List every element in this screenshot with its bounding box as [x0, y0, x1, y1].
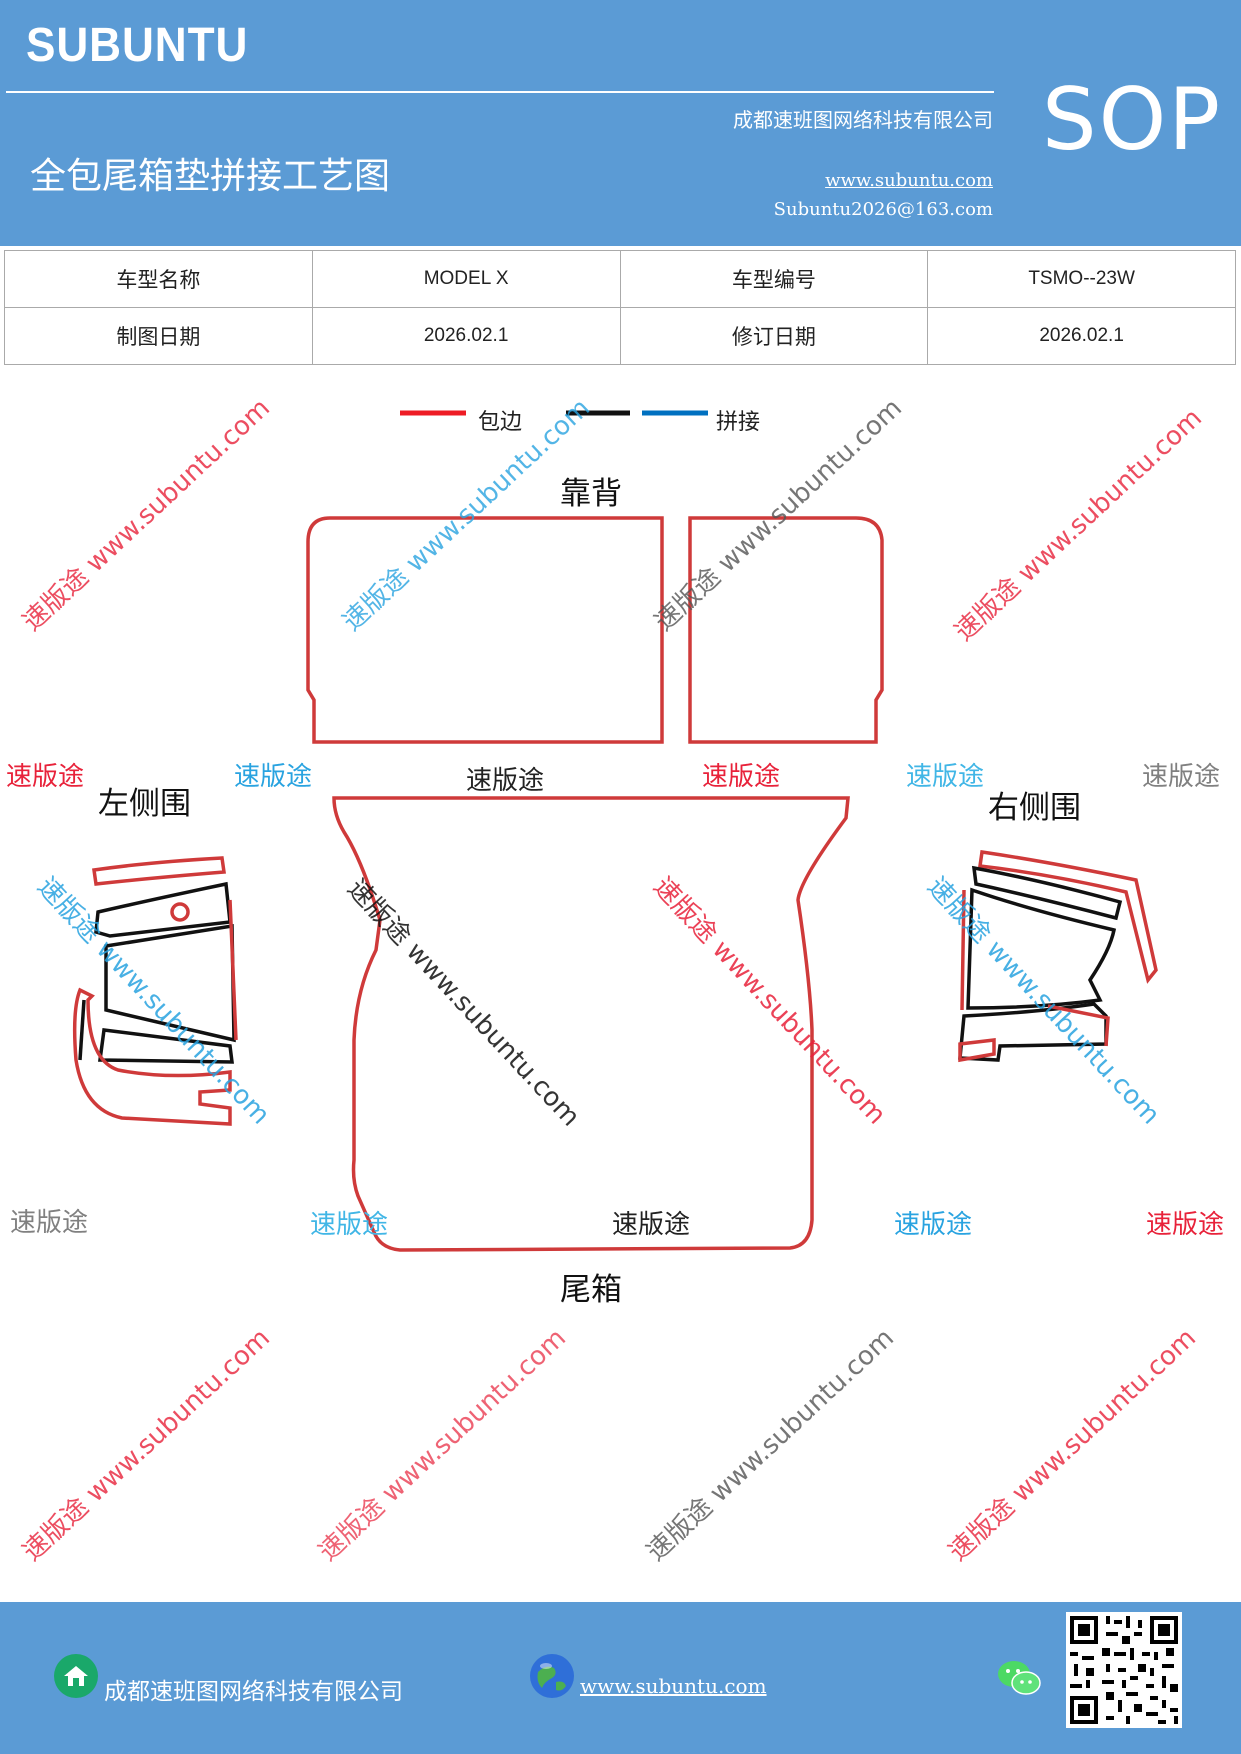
qr-code-icon [1066, 1612, 1182, 1728]
brand-logo-text: SUBUNTU [26, 19, 249, 72]
home-icon [54, 1654, 98, 1698]
watermark-text: 速版途 [906, 762, 985, 792]
left-side-panel [72, 856, 238, 1126]
footer-company-name: 成都速班图网络科技有限公司 [104, 1679, 403, 1705]
page-title: 全包尾箱垫拼接工艺图 [30, 156, 391, 197]
watermark-text: 速版途 [466, 766, 545, 796]
draw-date-value: 2026.02.1 [311, 307, 621, 365]
website-link[interactable]: www.subuntu.com [825, 170, 993, 191]
footer-website-link[interactable]: www.subuntu.com [580, 1674, 767, 1698]
backrest-left-panel [306, 516, 664, 744]
header-banner: SUBUNTU 成都速班图网络科技有限公司 SOP 全包尾箱垫拼接工艺图 www… [0, 0, 1241, 246]
watermark-text: 速版途 [6, 762, 85, 792]
watermark-text: 速版途 [612, 1210, 691, 1240]
qr-code[interactable] [1066, 1612, 1182, 1728]
watermark-text: 速版途 [702, 762, 781, 792]
revise-date-value: 2026.02.1 [927, 307, 1236, 365]
model-code-value: TSMO--23W [927, 250, 1236, 308]
sop-badge: SOP [1042, 70, 1223, 170]
right-side-label: 右侧围 [988, 790, 1081, 826]
left-side-label: 左侧围 [98, 786, 191, 822]
company-name: 成都速班图网络科技有限公司 [733, 108, 993, 132]
watermark-text: 速版途 [234, 762, 313, 792]
watermark-text: 速版途 [894, 1210, 973, 1240]
revise-date-label: 修订日期 [619, 307, 929, 365]
watermark-text: 速版途 [1142, 762, 1221, 792]
wechat-icon[interactable] [996, 1658, 1042, 1698]
model-code-label: 车型编号 [619, 250, 929, 308]
model-name-value: MODEL X [311, 250, 621, 308]
right-side-panel [958, 850, 1158, 1063]
watermark-text: 速版途 [10, 1208, 89, 1238]
footer-banner: 成都速班图网络科技有限公司 www.subuntu.com [0, 1602, 1241, 1754]
vehicle-info-table: 车型名称 MODEL X 车型编号 TSMO--23W 制图日期 2026.02… [4, 250, 1236, 365]
table-row: 制图日期 2026.02.1 修订日期 2026.02.1 [4, 307, 1236, 365]
email-address: Subuntu2026@163.com [773, 199, 993, 220]
table-row: 车型名称 MODEL X 车型编号 TSMO--23W [4, 250, 1236, 308]
backrest-right-panel [688, 516, 884, 744]
draw-date-label: 制图日期 [4, 307, 313, 365]
legend-splice-label: 拼接 [716, 410, 761, 435]
legend-edge-label: 包边 [478, 410, 523, 435]
trunk-label: 尾箱 [560, 1272, 622, 1308]
header-divider [6, 91, 994, 93]
model-name-label: 车型名称 [4, 250, 313, 308]
watermark-text: 速版途 [310, 1210, 389, 1240]
globe-icon [530, 1654, 574, 1698]
trunk-floor-panel [332, 796, 850, 1252]
backrest-label: 靠背 [560, 476, 622, 512]
watermark-text: 速版途 [1146, 1210, 1225, 1240]
